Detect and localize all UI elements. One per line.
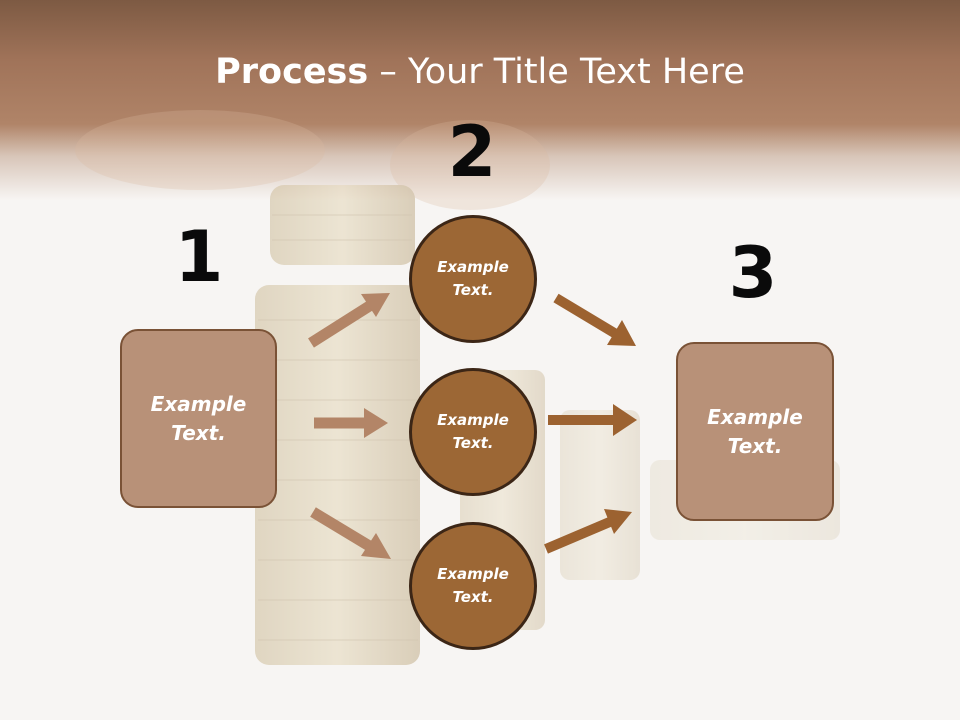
arrow-from-top-circle xyxy=(553,293,636,346)
step-2-circle-bottom[interactable]: Example Text. xyxy=(409,522,537,650)
step-2-circle-top[interactable]: Example Text. xyxy=(409,215,537,343)
step-number-3: 3 xyxy=(728,232,778,314)
title-bold: Process xyxy=(215,52,369,92)
slide-title: Process – Your Title Text Here xyxy=(0,52,960,92)
step-1-box[interactable]: Example Text. xyxy=(120,329,277,508)
arrow-to-bottom-circle xyxy=(310,507,391,559)
step-3-box[interactable]: Example Text. xyxy=(676,342,834,521)
step-number-1: 1 xyxy=(174,216,224,298)
step-2-text-top: Example Text. xyxy=(437,258,509,299)
title-rest: – Your Title Text Here xyxy=(368,52,745,92)
arrow-to-top-circle xyxy=(308,293,390,348)
arrow-to-middle-circle xyxy=(314,408,388,438)
arrow-from-bottom-circle xyxy=(544,509,632,554)
title-banner xyxy=(0,0,960,200)
step-2-text-middle: Example Text. xyxy=(437,411,509,452)
step-2-text-bottom: Example Text. xyxy=(437,565,509,606)
step-1-text: Example Text. xyxy=(150,391,247,445)
arrow-from-middle-circle xyxy=(548,404,637,436)
step-2-circle-middle[interactable]: Example Text. xyxy=(409,368,537,496)
step-number-2: 2 xyxy=(447,111,497,193)
step-3-text: Example Text. xyxy=(707,404,803,458)
